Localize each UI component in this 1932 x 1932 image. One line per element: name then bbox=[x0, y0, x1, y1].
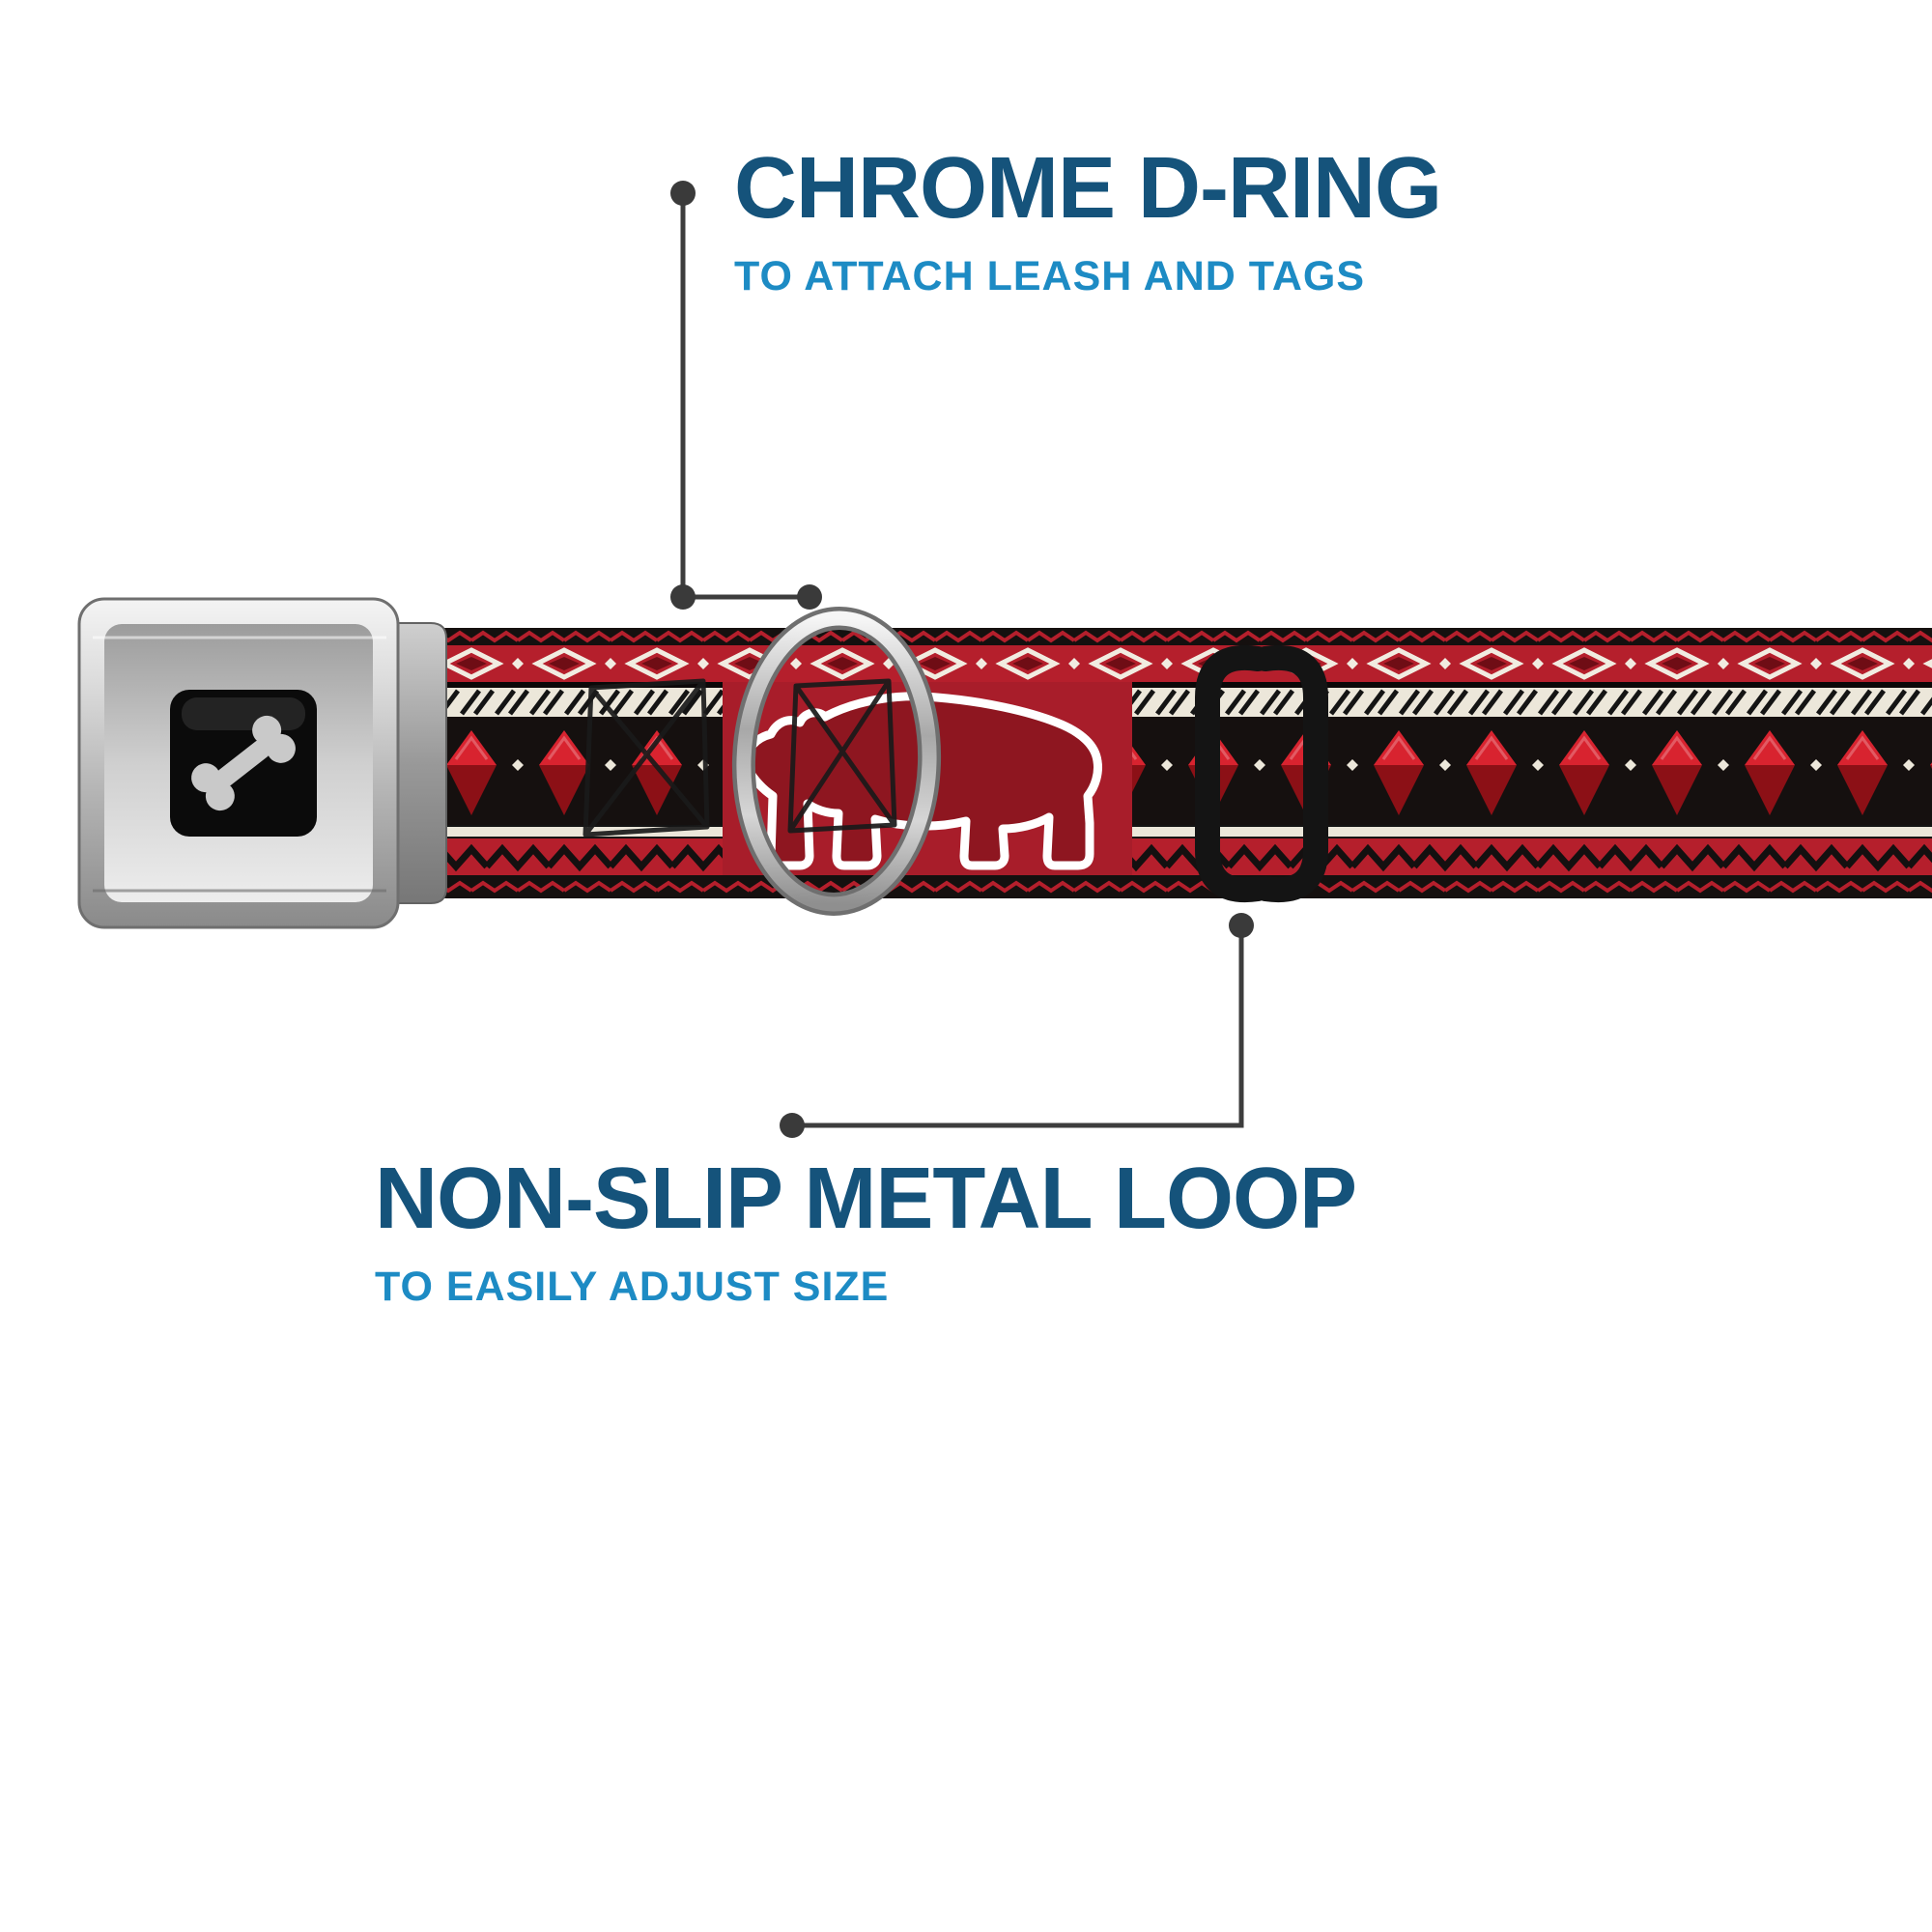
callout-top bbox=[670, 181, 822, 610]
annotation-chrome-d-ring: CHROME D-RING TO ATTACH LEASH AND TAGS bbox=[734, 140, 1442, 300]
callout-dot bbox=[780, 1113, 805, 1138]
callout-dot bbox=[1229, 913, 1254, 938]
annotation-title: CHROME D-RING bbox=[734, 140, 1442, 237]
d-ring-icon bbox=[731, 607, 942, 916]
callout-dot bbox=[797, 584, 822, 610]
seatbelt-buckle bbox=[77, 597, 447, 929]
callout-bottom bbox=[780, 913, 1254, 1138]
annotation-title: NON-SLIP METAL LOOP bbox=[375, 1151, 1357, 1247]
annotation-subtitle: TO EASILY ADJUST SIZE bbox=[375, 1264, 890, 1310]
annotation-metal-loop: NON-SLIP METAL LOOP TO EASILY ADJUST SIZ… bbox=[375, 1151, 1357, 1311]
annotation-subtitle: TO ATTACH LEASH AND TAGS bbox=[734, 253, 1366, 299]
callout-dot bbox=[670, 584, 696, 610]
bone-icon bbox=[191, 715, 296, 811]
callout-dot bbox=[670, 181, 696, 206]
metal-loop-icon bbox=[1195, 644, 1328, 903]
stitching bbox=[582, 678, 897, 838]
